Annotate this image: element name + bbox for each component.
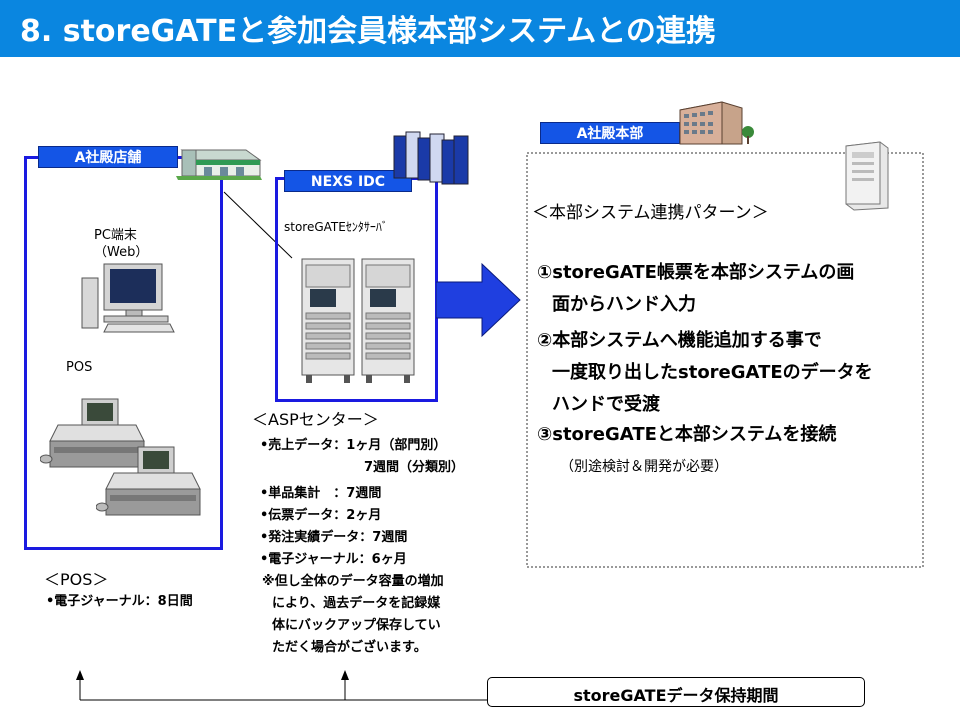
store-label: A社殿店舗 [38, 146, 178, 168]
asp-line-3: •単品集計 ：7週間 [260, 486, 382, 501]
pc-label-1: PC端末 [94, 228, 137, 243]
asp-line-1: •売上データ：1ヶ月（部門別） [260, 438, 447, 453]
asp-line-2: 7週間（分類別） [364, 460, 465, 475]
store-building-icon [176, 149, 262, 180]
pattern-3-line-2: （別途検討＆開発が必要） [560, 459, 728, 475]
pos-register-icon-2 [96, 446, 201, 516]
asp-line-10: ただく場合がございます。 [272, 640, 427, 655]
asp-line-7: ※但し全体のデータ容量の増加 [262, 574, 444, 589]
asp-line-8: により、過去データを記録媒 [272, 596, 441, 611]
pos-retention-line: •電子ジャーナル：8日間 [46, 594, 193, 609]
asp-line-6: •電子ジャーナル：6ヶ月 [260, 552, 407, 567]
pattern-1-line-2: 面からハンド入力 [552, 294, 696, 315]
pc-label-2: （Web） [94, 245, 149, 260]
hq-label: A社殿本部 [540, 122, 680, 144]
server-rack-icon-2 [361, 258, 415, 383]
idc-label: NEXS IDC [284, 170, 412, 192]
server-label: storeGATEｾﾝﾀｻｰﾊﾞ [284, 220, 388, 234]
asp-line-5: •発注実績データ：7週間 [260, 530, 408, 545]
pattern-2-line-2: 一度取り出したstoreGATEのデータを [552, 362, 873, 383]
asp-line-9: 体にバックアップ保存してい [272, 618, 441, 633]
pc-terminal-icon [81, 263, 175, 333]
title-bar [0, 0, 960, 57]
server-rack-icon [301, 258, 355, 383]
pattern-title: ＜本部システム連携パターン＞ [532, 203, 769, 223]
page-title: 8. storeGATEと参加会員様本部システムとの連携 [20, 14, 716, 49]
retention-label: storeGATEデータ保持期間 [573, 686, 779, 705]
server-cluster-icon [393, 131, 469, 185]
hq-server-icon [845, 141, 889, 211]
pattern-2-line-1: ②本部システムへ機能追加する事で [537, 330, 822, 351]
pos-label: POS [66, 360, 93, 375]
retention-label-box [487, 677, 865, 707]
pos-retention-heading: ＜POS＞ [44, 570, 109, 589]
office-building-icon [679, 101, 754, 145]
pattern-1-line-1: ①storeGATE帳票を本部システムの画 [537, 262, 855, 283]
pos-register-icon [40, 398, 145, 468]
arrow-right-icon [436, 262, 521, 338]
pattern-3-line-1: ③storeGATEと本部システムを接続 [537, 424, 837, 445]
hq-panel [526, 152, 924, 568]
pattern-2-line-3: ハンドで受渡 [552, 394, 660, 415]
asp-heading: ＜ASPセンター＞ [252, 410, 379, 429]
asp-line-4: •伝票データ：2ヶ月 [260, 508, 382, 523]
